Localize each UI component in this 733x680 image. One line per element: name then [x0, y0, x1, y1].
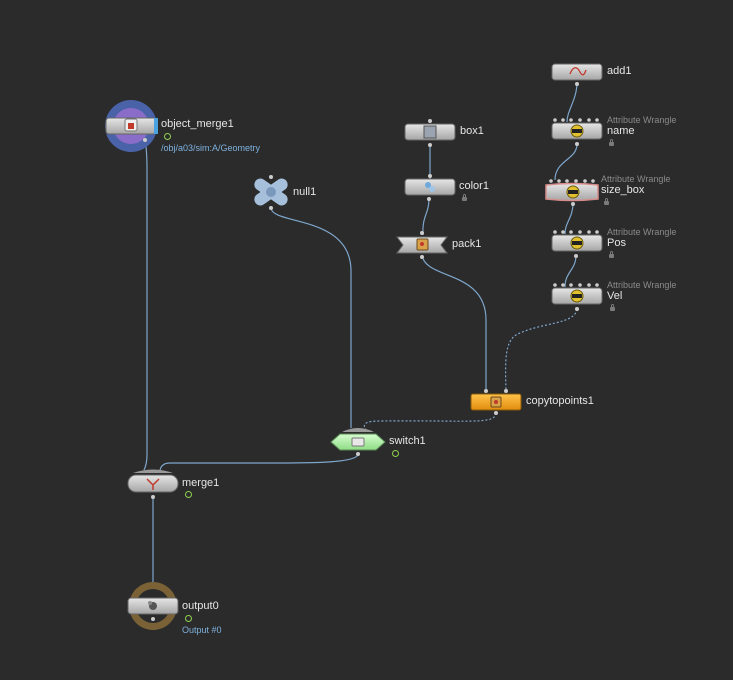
- wrangle-icon: [570, 236, 584, 250]
- wire-object-merge-to-merge: [143, 139, 148, 471]
- input-connector[interactable]: [420, 231, 424, 235]
- wire-pos-to-vel: [564, 254, 577, 288]
- node-pos[interactable]: [551, 230, 603, 258]
- node-null1[interactable]: [252, 175, 290, 210]
- input-connector[interactable]: [504, 389, 508, 393]
- node-label-name: name: [607, 125, 635, 137]
- node-label-color1: color1: [459, 180, 489, 192]
- node-label-switch1: switch1: [389, 435, 426, 447]
- node-path-object-merge1: /obj/a03/sim:A/Geometry: [161, 143, 261, 153]
- display-flag-indicator[interactable]: [185, 491, 192, 498]
- merge-icon: [146, 478, 160, 490]
- node-box1[interactable]: [404, 119, 456, 147]
- output-icon: [148, 601, 157, 610]
- input-tab[interactable]: [342, 428, 374, 432]
- lock-icon: [610, 304, 615, 311]
- output-connector[interactable]: [356, 452, 360, 456]
- input-connectors[interactable]: [553, 230, 599, 234]
- node-label-merge1: merge1: [182, 477, 220, 489]
- input-connector[interactable]: [484, 389, 488, 393]
- node-type-size-box: Attribute Wrangle: [601, 174, 671, 184]
- output-connector[interactable]: [427, 197, 431, 201]
- output-connector[interactable]: [151, 495, 155, 499]
- node-body: [551, 63, 603, 81]
- wire-vel-to-copy-dotted: [504, 308, 578, 391]
- wire-pack-to-copy: [421, 254, 487, 390]
- wire-switch-to-merge: [159, 453, 359, 471]
- wrangle-icon: [570, 289, 584, 303]
- wires: [143, 81, 578, 592]
- output-connector[interactable]: [575, 307, 579, 311]
- display-flag-indicator[interactable]: [392, 450, 399, 457]
- wire-color-to-pack: [422, 197, 430, 236]
- wire-null-to-switch: [270, 207, 352, 428]
- node-output0[interactable]: [127, 582, 179, 630]
- node-name[interactable]: [551, 118, 603, 146]
- wire-add-to-name: [566, 81, 578, 123]
- node-flag-bar: [154, 118, 158, 134]
- wire-name-to-sizebox: [554, 143, 578, 181]
- node-type-pos: Attribute Wrangle: [607, 227, 677, 237]
- node-label-add1: add1: [607, 65, 632, 77]
- lock-icon: [609, 251, 614, 258]
- color-icon: [425, 182, 435, 192]
- node-output-label-output0: Output #0: [182, 625, 222, 635]
- node-label-box1: box1: [460, 125, 484, 137]
- add-curve-icon: [569, 67, 587, 76]
- display-flag-indicator[interactable]: [185, 615, 192, 622]
- display-flag-indicator[interactable]: [164, 133, 171, 140]
- node-vel[interactable]: [551, 283, 603, 311]
- output-connector[interactable]: [575, 82, 579, 86]
- lock-icon: [604, 198, 609, 205]
- input-tab[interactable]: [133, 469, 173, 474]
- wrangle-icon: [566, 185, 580, 199]
- output-connector[interactable]: [494, 411, 498, 415]
- output-connector[interactable]: [420, 255, 424, 259]
- node-label-vel: Vel: [607, 290, 623, 302]
- input-connectors[interactable]: [553, 283, 599, 287]
- output-connector[interactable]: [143, 138, 147, 142]
- node-label-object-merge1: object_merge1: [161, 118, 234, 130]
- wrangle-icon: [570, 124, 584, 138]
- node-body: [127, 474, 179, 493]
- node-label-size-box: size_box: [601, 184, 645, 196]
- node-switch1[interactable]: [330, 428, 386, 456]
- wire-copy-to-switch-dotted: [363, 412, 497, 431]
- output-connector[interactable]: [574, 254, 578, 258]
- object-merge-icon: [124, 118, 138, 132]
- input-connectors[interactable]: [553, 118, 599, 122]
- node-size-box[interactable]: [545, 179, 599, 206]
- input-connector[interactable]: [428, 174, 432, 178]
- node-copytopoints1[interactable]: [470, 389, 522, 415]
- node-label-copytopoints1: copytopoints1: [526, 395, 594, 407]
- output-connector[interactable]: [575, 142, 579, 146]
- null-icon: [254, 178, 288, 206]
- output-connector[interactable]: [151, 617, 155, 621]
- input-connectors[interactable]: [549, 179, 595, 183]
- node-label-output0: output0: [182, 600, 219, 612]
- pack-icon: [416, 238, 429, 251]
- node-type-name: Attribute Wrangle: [607, 115, 677, 125]
- node-label-pack1: pack1: [452, 238, 482, 250]
- input-connector[interactable]: [269, 175, 273, 179]
- output-connector[interactable]: [269, 206, 273, 210]
- node-pack1[interactable]: [396, 231, 448, 259]
- output-connector[interactable]: [428, 143, 432, 147]
- node-label-pos: Pos: [607, 237, 626, 249]
- wire-sizebox-to-pos: [564, 202, 574, 235]
- node-object-merge1[interactable]: [105, 100, 158, 152]
- node-color1[interactable]: [404, 174, 456, 201]
- node-type-vel: Attribute Wrangle: [607, 280, 677, 290]
- input-connector[interactable]: [428, 119, 432, 123]
- box-icon: [423, 125, 437, 139]
- node-merge1[interactable]: [127, 469, 179, 500]
- node-add1[interactable]: [551, 63, 603, 86]
- lock-icon: [609, 139, 614, 146]
- lock-icon: [462, 194, 467, 201]
- switch-icon: [351, 437, 365, 447]
- output-connector[interactable]: [571, 202, 575, 206]
- copy-to-points-icon: [490, 396, 502, 408]
- node-label-null1: null1: [293, 186, 317, 198]
